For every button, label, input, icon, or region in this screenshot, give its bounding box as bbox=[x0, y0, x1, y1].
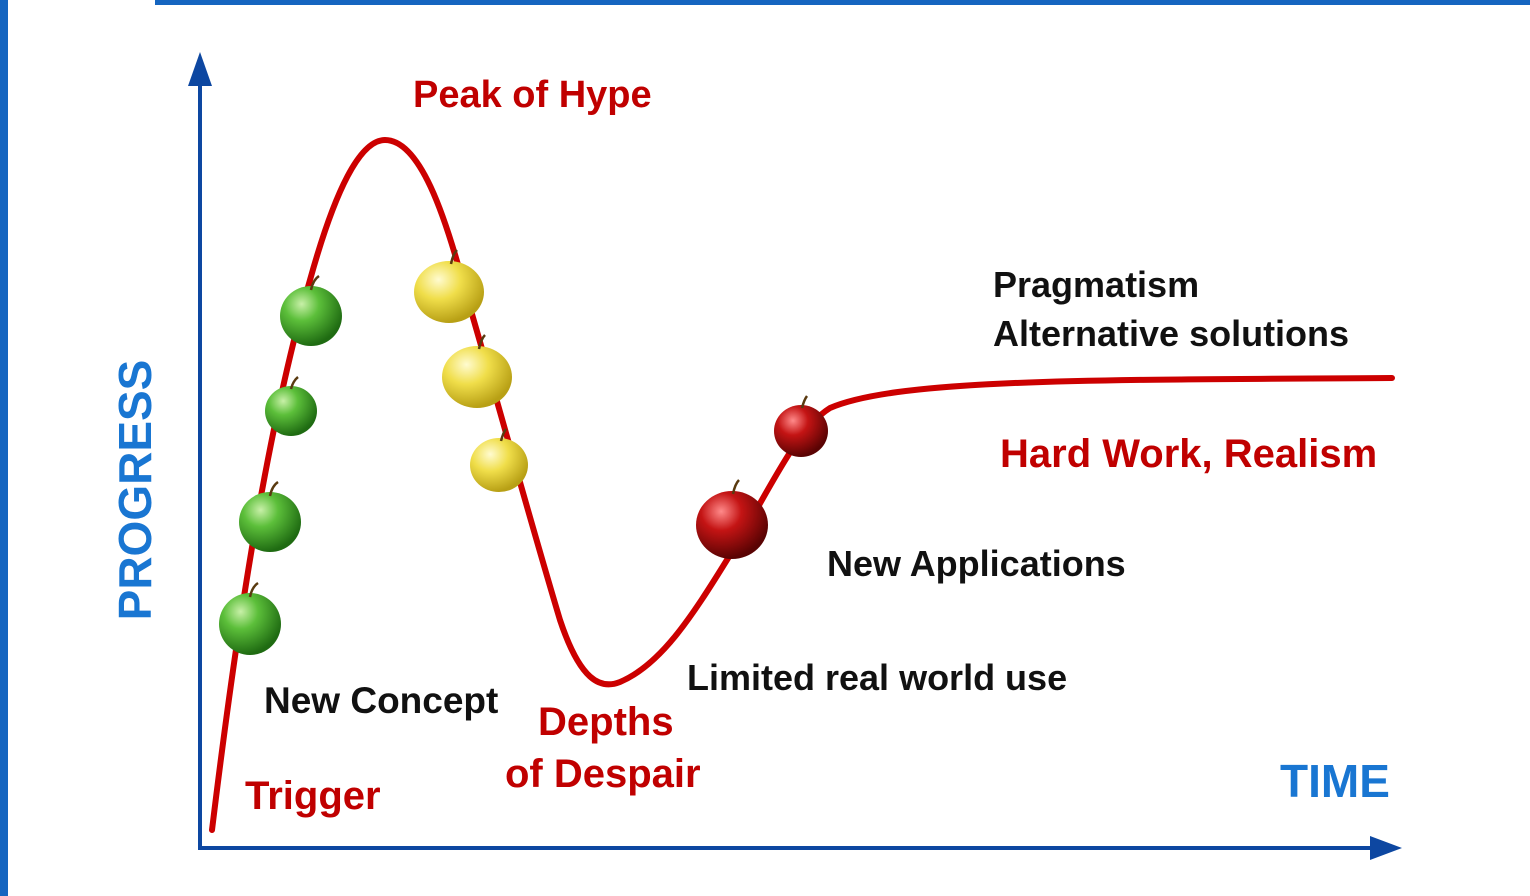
x-axis-arrow-icon bbox=[1370, 836, 1402, 860]
new-applications-label: New Applications bbox=[827, 543, 1126, 584]
frame-top-border bbox=[155, 0, 1530, 5]
time-axis-label: TIME bbox=[1280, 755, 1390, 807]
yellow-apple-icon bbox=[414, 249, 484, 323]
green-apple-icon bbox=[280, 274, 342, 346]
x-axis bbox=[198, 836, 1402, 860]
yellow-apple-icon bbox=[470, 428, 528, 492]
hard-work-realism-label: Hard Work, Realism bbox=[1000, 432, 1378, 476]
red-apple-icon bbox=[696, 479, 768, 559]
green-apple-icon bbox=[239, 480, 301, 552]
new-concept-label: New Concept bbox=[264, 680, 499, 721]
of-despair-label: of Despair bbox=[505, 752, 701, 796]
green-apple-icon bbox=[265, 376, 317, 436]
frame-left-border bbox=[0, 0, 8, 896]
limited-real-world-use-label: Limited real world use bbox=[687, 657, 1068, 698]
green-apple-icon bbox=[219, 581, 281, 655]
y-axis-arrow-icon bbox=[188, 52, 212, 86]
y-axis bbox=[188, 52, 212, 848]
yellow-apple-icon bbox=[442, 334, 512, 408]
depths-label: Depths bbox=[538, 700, 674, 744]
progress-axis-label: PROGRESS bbox=[109, 359, 161, 621]
red-apple-icon bbox=[774, 395, 828, 457]
trigger-label: Trigger bbox=[245, 774, 381, 818]
pragmatism-label: Pragmatism bbox=[993, 264, 1200, 305]
hype-curve bbox=[209, 136, 1395, 833]
alternative-solutions-label: Alternative solutions bbox=[993, 313, 1350, 354]
peak-of-hype-label: Peak of Hype bbox=[413, 74, 652, 116]
